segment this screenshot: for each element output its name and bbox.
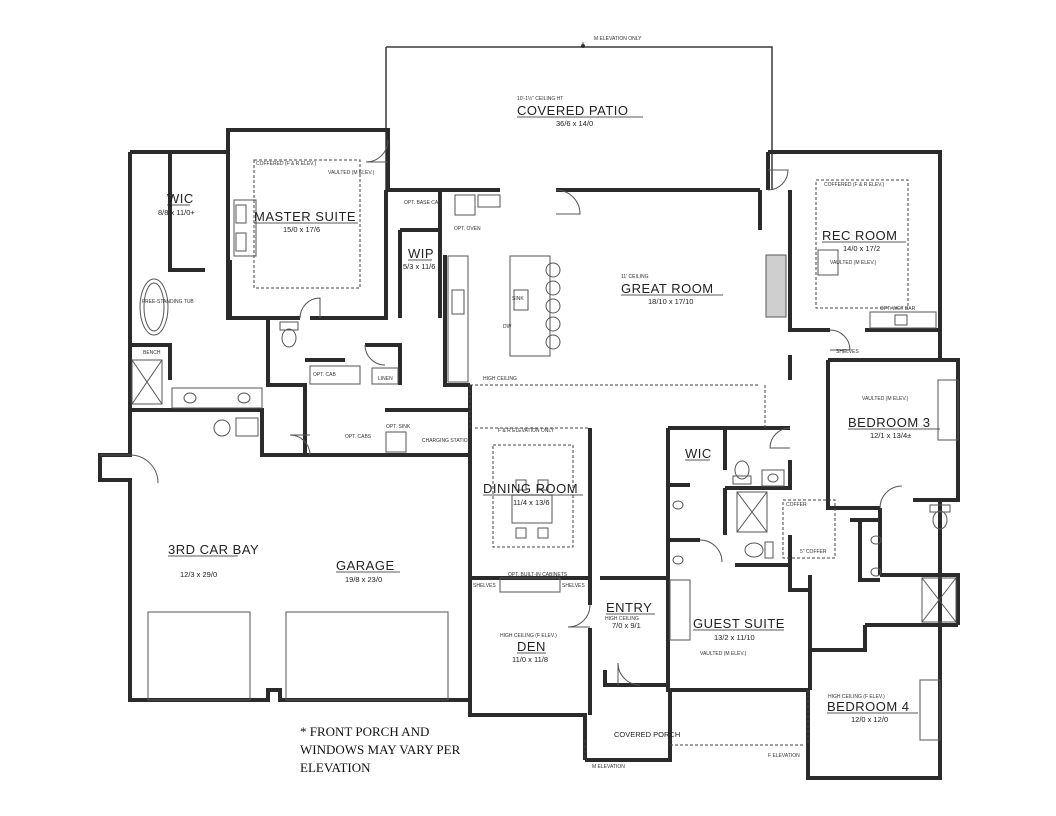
ceiling-outlines	[253, 159, 909, 760]
f-elev: F ELEVATION	[768, 753, 800, 759]
high-ceiling: HIGH CEILING	[483, 376, 517, 382]
bay-dims: 12/3 x 29/0	[180, 570, 217, 579]
patio-dims: 36/6 x 14/0	[556, 119, 593, 128]
garage-name: GARAGE	[336, 558, 395, 573]
rec-dims: 14/0 x 17/2	[843, 244, 880, 253]
bed4-ceiling: HIGH CEILING (F ELEV.)	[828, 694, 885, 700]
free-tub: FREE-STANDING TUB	[142, 299, 194, 305]
opt-wet-bar: OPT. WET BAR	[880, 306, 916, 312]
garage-dims: 19/8 x 23/0	[345, 575, 382, 584]
room-labels: 10'-1½" CEILING HT COVERED PATIO 36/6 x …	[158, 95, 940, 739]
rec-vaulted: VAULTED (M ELEV.)	[830, 260, 877, 266]
dining-note: F & R ELEVATION ONLY	[498, 428, 555, 434]
wic-guest-name: WIC	[685, 446, 712, 461]
dw-label: DW	[503, 324, 512, 330]
master-dims: 15/0 x 17/6	[283, 225, 320, 234]
coffer: COFFER	[786, 502, 807, 508]
wip-name: WIP	[408, 246, 434, 261]
guest-dims: 13/2 x 11/10	[714, 633, 755, 642]
linen-1: LINEN	[378, 376, 393, 382]
interior-walls	[130, 152, 960, 715]
shelves-den-2: SHELVES	[562, 583, 585, 589]
note-line-1: * FRONT PORCH AND	[300, 724, 429, 739]
coffer-2: 5" COFFER	[800, 549, 827, 555]
dining-name: DINING ROOM	[483, 481, 578, 496]
great-dims: 18/10 x 17/10	[648, 297, 693, 306]
master-vaulted: VAULTED (M ELEV.)	[328, 170, 375, 176]
opt-cabs-hall: OPT. CABS	[345, 434, 372, 440]
bay-name: 3RD CAR BAY	[168, 542, 259, 557]
bed3-dims: 12/1 x 13/4±	[870, 431, 911, 440]
fixtures	[131, 194, 959, 741]
patio-name: COVERED PATIO	[517, 103, 628, 118]
bench-1: BENCH	[143, 350, 161, 356]
opt-builtin: OPT. BUILT-IN CABINETS	[508, 572, 568, 578]
bed4-dims: 12/0 x 12/0	[851, 715, 888, 724]
minor-labels: M ELEVATION ONLY OPT. BASE CAB OPT. OVEN…	[142, 36, 916, 770]
shelves-den-1: SHELVES	[473, 583, 496, 589]
rec-name: REC ROOM	[822, 228, 898, 243]
elevation-note: * FRONT PORCH AND WINDOWS MAY VARY PER E…	[300, 724, 461, 775]
opt-sink: OPT. SINK	[386, 424, 411, 430]
m-elev-top: M ELEVATION ONLY	[594, 36, 642, 42]
opt-base-cab: OPT. BASE CAB	[404, 200, 442, 206]
master-ceiling: COFFERED (F & R ELEV.)	[256, 161, 316, 167]
bed3-name: BEDROOM 3	[848, 415, 931, 430]
shelves-rec: SHELVES	[836, 349, 859, 355]
entry-ceiling: HIGH CEILING	[605, 616, 639, 622]
bed3-vaulted: VAULTED (M ELEV.)	[862, 396, 909, 402]
guest-vaulted: VAULTED (M ELEV.)	[700, 651, 747, 657]
rec-ceiling: COFFERED (F & R ELEV.)	[824, 182, 884, 188]
den-name: DEN	[517, 639, 546, 654]
sink-label: SINK	[512, 296, 524, 302]
doors	[100, 139, 903, 686]
entry-dims: 7/0 x 9/1	[612, 621, 641, 630]
master-name: MASTER SUITE	[254, 209, 356, 224]
great-name: GREAT ROOM	[621, 281, 714, 296]
opt-oven: OPT. OVEN	[454, 226, 481, 232]
wic-master-dims: 8/8 x 11/0+	[158, 208, 195, 217]
great-ceiling: 11' CEILING	[621, 274, 649, 280]
opt-cab: OPT. CAB	[313, 372, 336, 378]
note-line-3: ELEVATION	[300, 760, 371, 775]
dining-dims: 11/4 x 13/6	[513, 498, 550, 507]
den-ceiling: HIGH CEILING (F ELEV.)	[500, 633, 557, 639]
m-elev-porch: M ELEVATION	[592, 764, 625, 770]
note-line-2: WINDOWS MAY VARY PER	[300, 742, 461, 757]
charging: CHARGING STATION	[422, 438, 472, 444]
entry-name: ENTRY	[606, 600, 652, 615]
porch-name: COVERED PORCH	[614, 730, 680, 739]
wip-dims: 5/3 x 11/6	[403, 262, 435, 271]
den-dims: 11/0 x 11/8	[512, 655, 548, 664]
patio-ceiling: 10'-1½" CEILING HT	[517, 95, 563, 102]
wic-master-name: WIC	[167, 191, 194, 206]
guest-name: GUEST SUITE	[693, 616, 785, 631]
bed4-name: BEDROOM 4	[827, 699, 910, 714]
